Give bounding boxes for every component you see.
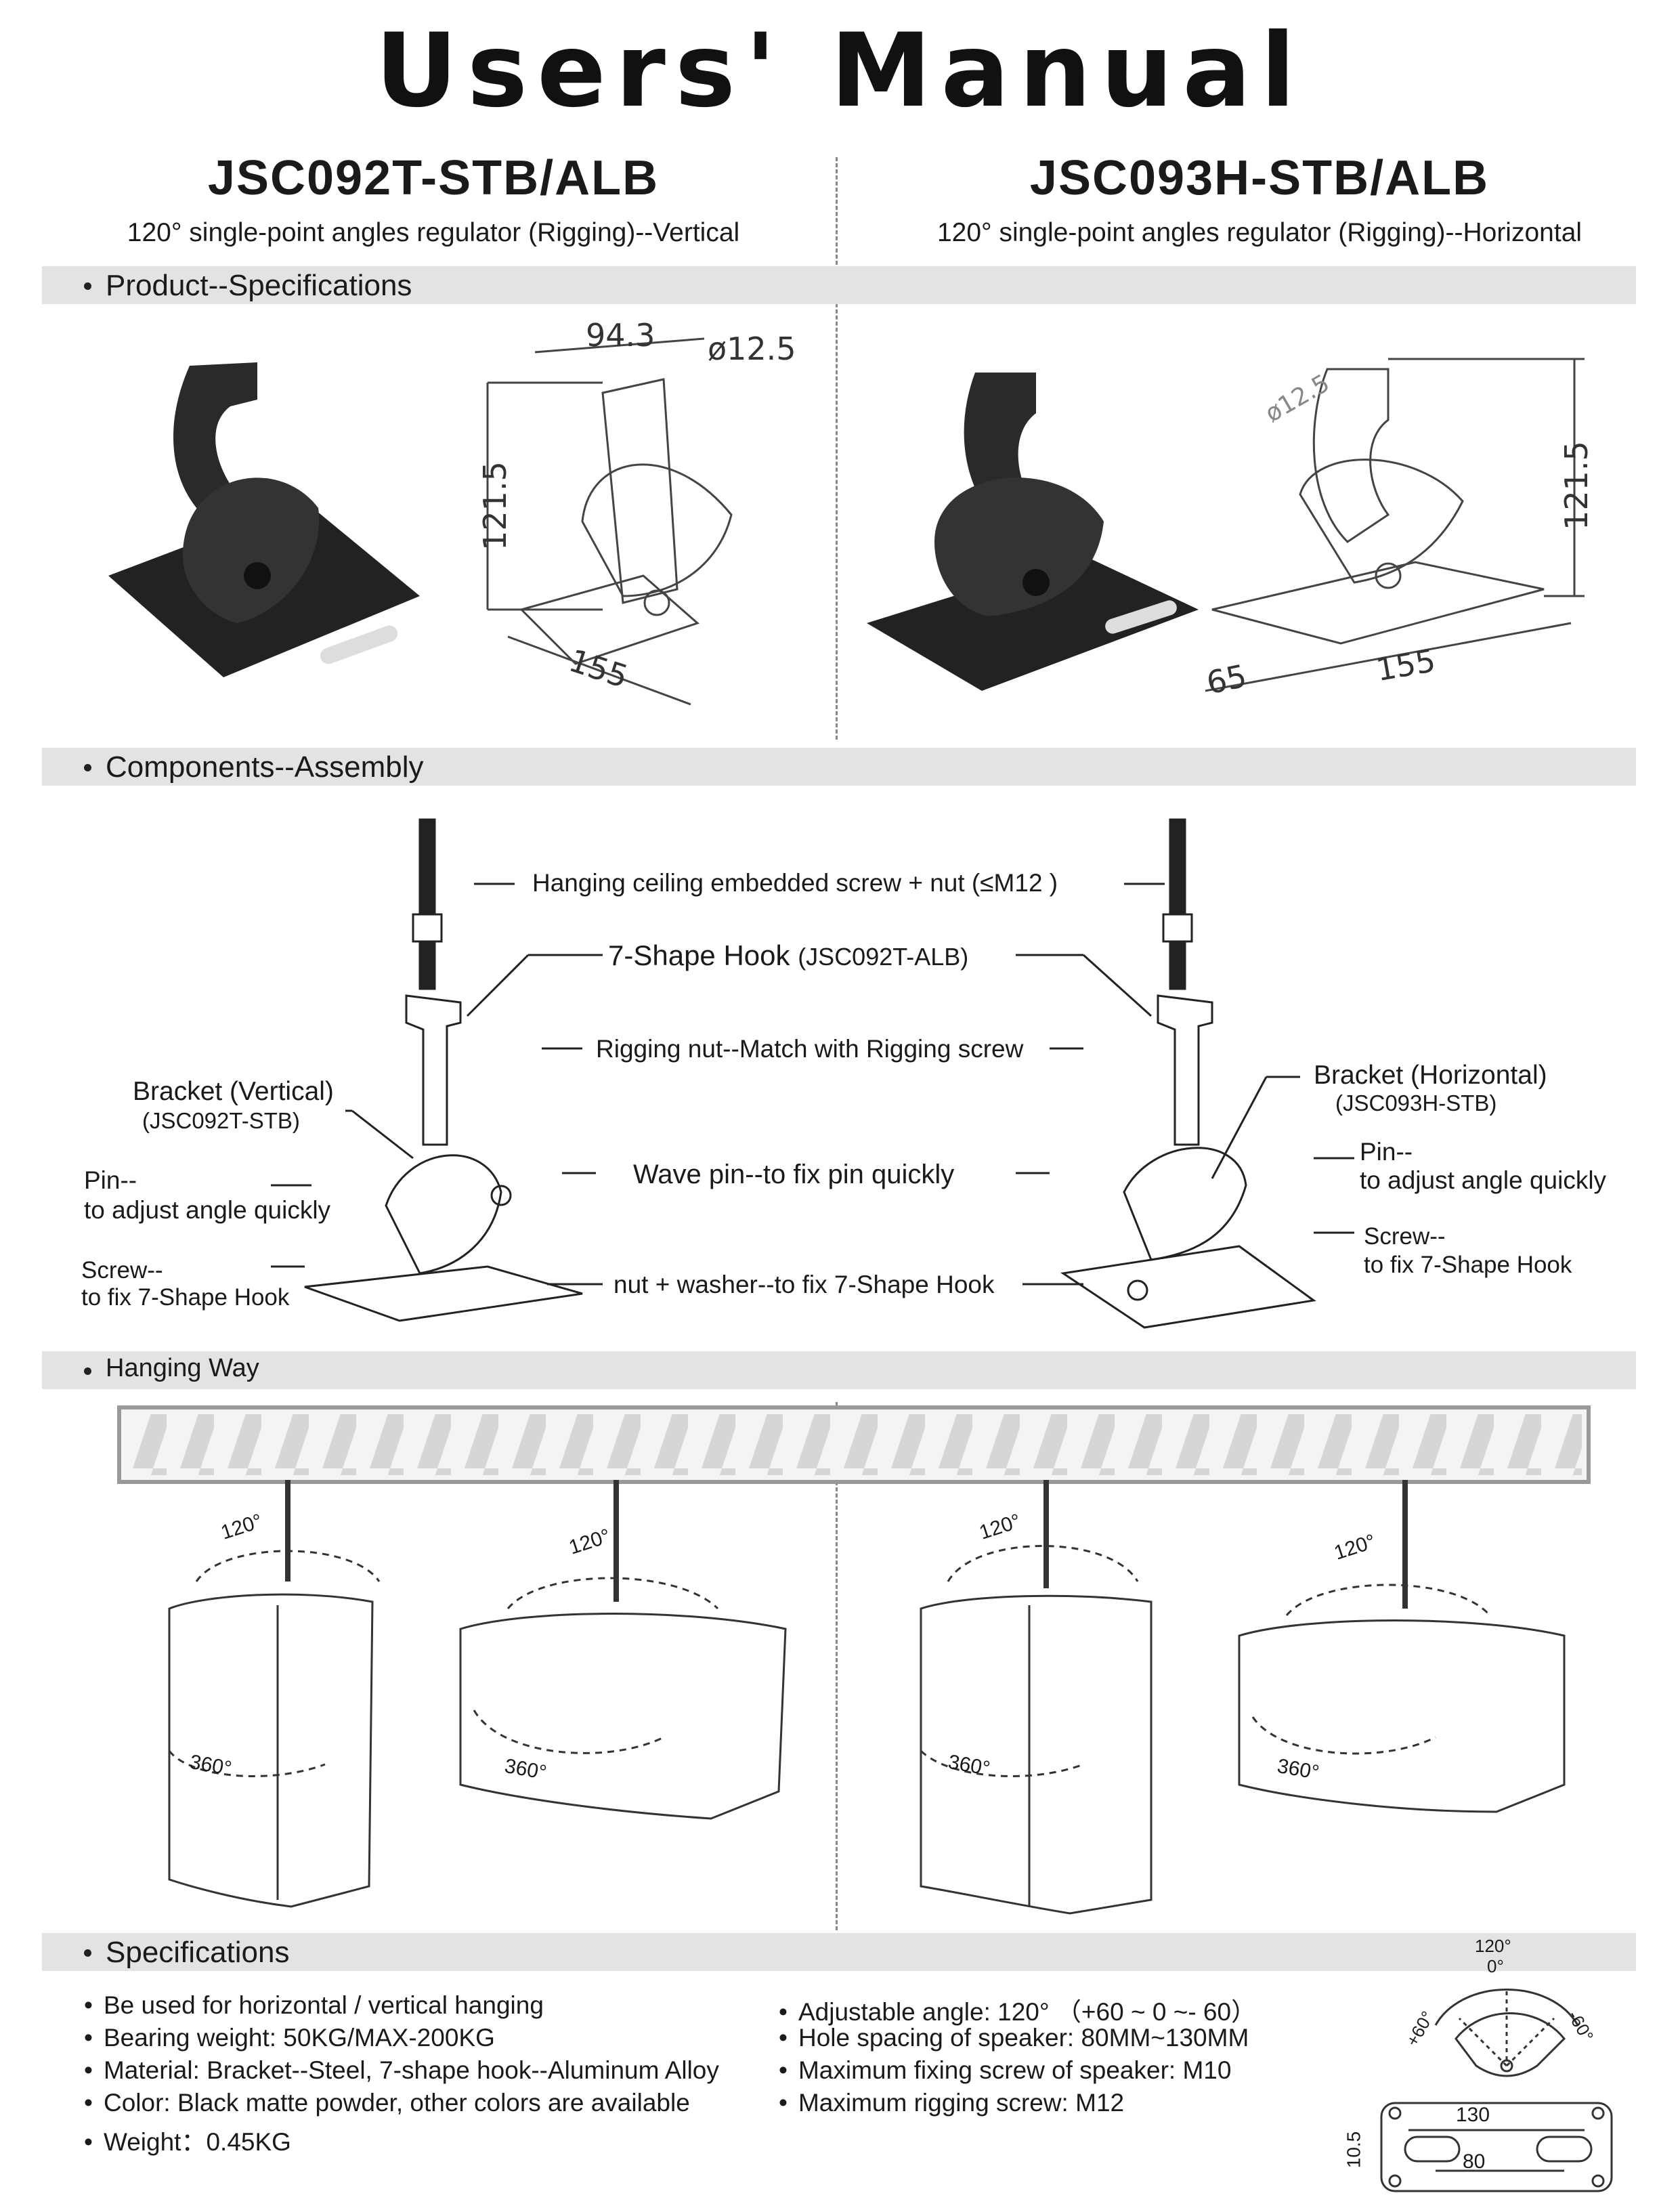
spec-right-item: Hole spacing of speaker: 80MM~130MM: [779, 2024, 1249, 2052]
label-rigging-nut: Rigging nut--Match with Rigging screw: [596, 1035, 1024, 1063]
bracket-horizontal-photo: [867, 373, 1199, 691]
label-bracket-vertical-code: (JSC092T-STB): [142, 1108, 300, 1133]
label-pin-right-1: Pin--: [1360, 1138, 1413, 1166]
section-title-product: Product--Specifications: [106, 269, 412, 302]
label-nut-washer: nut + washer--to fix 7-Shape Hook: [613, 1271, 995, 1298]
spec-right-item: Maximum fixing screw of speaker: M10: [779, 2056, 1231, 2085]
right-model-name: JSC093H-STB/ALB: [1029, 151, 1490, 205]
bracket-vertical-drawing: [486, 337, 733, 706]
label-hook: 7-Shape Hook (JSC092T-ALB): [608, 939, 968, 972]
spec-left-item: Be used for horizontal / vertical hangin…: [84, 1991, 544, 2020]
angle-total-label: 120°: [1475, 1936, 1511, 1956]
left-model-name: JSC092T-STB/ALB: [207, 151, 660, 205]
section-title-specs: Specifications: [106, 1936, 290, 1969]
spec-right-item: Adjustable angle: 120° （+60 ~ 0 ~- 60）: [779, 1991, 1256, 2028]
section-bar-product: Product--Specifications: [42, 266, 1636, 304]
plate-outer-label: 130: [1456, 2104, 1490, 2126]
label-hook-code: (JSC092T-ALB): [798, 943, 969, 971]
dim-width-top: 94.3: [586, 317, 655, 354]
label-pin-left-2: to adjust angle quickly: [84, 1196, 331, 1224]
dim-hole-left: ø12.5: [708, 331, 796, 367]
bullet-icon: [84, 1949, 91, 1957]
label-pin-right-2: to adjust angle quickly: [1360, 1166, 1607, 1194]
left-model-subtitle: 120° single-point angles regulator (Rigg…: [127, 218, 740, 247]
label-hook-name: 7-Shape Hook: [608, 939, 790, 971]
bullet-icon: [84, 1367, 91, 1375]
label-ceiling-screw: Hanging ceiling embedded screw + nut (≤M…: [532, 869, 1058, 897]
bracket-vertical-photo: [108, 362, 420, 677]
plate-height-label: 10.5: [1343, 2131, 1364, 2169]
spec-left-item: Material: Bracket--Steel, 7-shape hook--…: [84, 2056, 719, 2085]
label-screw-left-2: to fix 7-Shape Hook: [81, 1284, 290, 1311]
label-bracket-horizontal: Bracket (Horizontal): [1314, 1061, 1547, 1090]
hanging-speakers: [168, 1480, 1566, 1915]
label-pin-left-1: Pin--: [84, 1166, 137, 1194]
dim-height-left: 121.5: [476, 461, 513, 551]
section-bar-components: Components--Assembly: [42, 748, 1636, 786]
dim-height-right: 121.5: [1557, 441, 1595, 530]
spec-left-item: Weight：0.45KG: [84, 2121, 291, 2158]
plate-diagram: [1380, 2102, 1613, 2192]
angle-diagram: [1434, 1989, 1579, 2077]
column-divider-top: [836, 157, 838, 740]
spec-right-item: Maximum rigging screw: M12: [779, 2089, 1124, 2117]
ceiling-graphic: [117, 1405, 1591, 1484]
plate-inner-label: 80: [1463, 2150, 1486, 2173]
right-model-subtitle: 120° single-point angles regulator (Rigg…: [936, 218, 1582, 247]
spec-left-item: Color: Black matte powder, other colors …: [84, 2089, 690, 2117]
bullet-icon: [84, 764, 91, 771]
page-title: Users' Manual: [375, 12, 1305, 130]
label-bracket-horizontal-code: (JSC093H-STB): [1335, 1090, 1497, 1116]
angle-zero-label: 0°: [1487, 1956, 1504, 1976]
section-title-hanging: Hanging Way: [106, 1354, 259, 1382]
label-bracket-vertical: Bracket (Vertical): [133, 1077, 334, 1106]
label-screw-left-1: Screw--: [81, 1257, 163, 1283]
label-wave-pin: Wave pin--to fix pin quickly: [633, 1160, 955, 1189]
assembly-diagram: [271, 818, 1354, 1329]
spec-left-item: Bearing weight: 50KG/MAX-200KG: [84, 2024, 495, 2052]
section-bar-hanging: Hanging Way: [42, 1351, 1636, 1389]
section-bar-specs: Specifications: [42, 1933, 1636, 1971]
section-title-components: Components--Assembly: [106, 750, 424, 784]
column-divider-bottom: [836, 1402, 838, 1930]
bracket-horizontal-drawing: [1205, 358, 1585, 692]
label-screw-right-1: Screw--: [1364, 1223, 1446, 1250]
bullet-icon: [84, 282, 91, 290]
label-screw-right-2: to fix 7-Shape Hook: [1364, 1252, 1572, 1278]
